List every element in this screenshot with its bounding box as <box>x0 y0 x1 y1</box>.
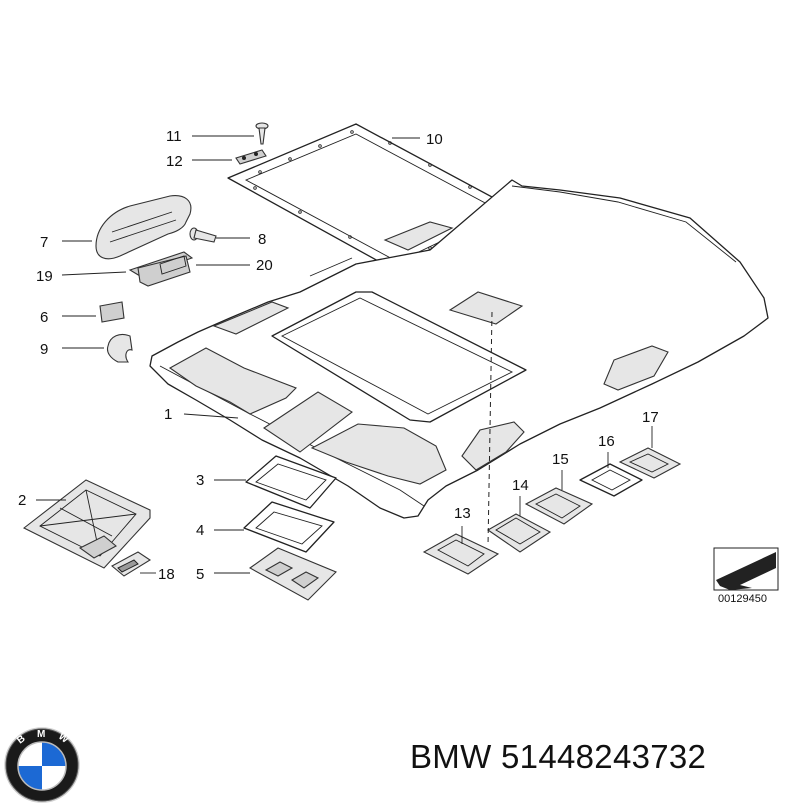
callout-1: 1 <box>164 406 172 423</box>
callout-18: 18 <box>158 566 175 583</box>
part-11-screw <box>255 122 269 145</box>
callout-13: 13 <box>454 505 471 522</box>
part-1-headliner <box>149 179 769 519</box>
callout-17: 17 <box>642 409 659 426</box>
callout-5: 5 <box>196 566 204 583</box>
callout-10: 10 <box>426 131 443 148</box>
part-12-clip <box>235 149 267 165</box>
callout-15: 15 <box>552 451 569 468</box>
part-3-frame <box>245 455 337 509</box>
callout-14: 14 <box>512 477 529 494</box>
part-18-switch <box>111 551 152 577</box>
callout-19: 19 <box>36 268 53 285</box>
logo-letter-m: M <box>37 729 45 740</box>
part-4-frame <box>243 501 335 553</box>
part-16-frame <box>579 463 643 497</box>
part-5-interior-light <box>248 547 337 601</box>
part-15-lamp-housing <box>524 487 594 525</box>
part-6-cover <box>99 301 125 323</box>
part-8-pin <box>189 227 217 243</box>
part-caption: BMW 51448243732 <box>410 738 706 776</box>
exploded-parts-diagram: 11 12 10 7 8 19 20 6 9 1 2 3 4 5 18 13 1… <box>18 122 779 605</box>
part-14-lamp-housing <box>486 513 552 553</box>
part-number: 51448243732 <box>501 738 707 775</box>
brand-name: BMW <box>410 738 492 775</box>
part-13-lamp-housing <box>422 533 500 575</box>
callout-16: 16 <box>598 433 615 450</box>
callout-2: 2 <box>18 492 26 509</box>
callout-labels: 11 12 10 7 8 19 20 6 9 1 2 3 4 5 18 13 1… <box>18 128 659 583</box>
arrow-icon <box>716 552 776 590</box>
callout-9: 9 <box>40 341 48 358</box>
alignment-line-13 <box>487 311 493 547</box>
part-19-20-bracket <box>128 251 194 287</box>
callout-11: 11 <box>166 128 182 145</box>
part-2-center-console <box>22 479 151 569</box>
part-17-lens <box>618 447 682 479</box>
leader-lines <box>36 135 653 574</box>
part-9-clip <box>106 333 133 363</box>
callout-8: 8 <box>258 231 266 248</box>
reference-box: 00129450 <box>713 547 779 605</box>
callout-3: 3 <box>196 472 204 489</box>
callout-6: 6 <box>40 309 48 326</box>
callout-7: 7 <box>40 234 48 251</box>
part-7-grab-handle <box>95 195 192 260</box>
callout-4: 4 <box>196 522 204 539</box>
callout-12: 12 <box>166 153 183 170</box>
bmw-logo: B M W <box>4 727 80 803</box>
callout-20: 20 <box>256 257 273 274</box>
reference-code: 00129450 <box>718 593 767 605</box>
